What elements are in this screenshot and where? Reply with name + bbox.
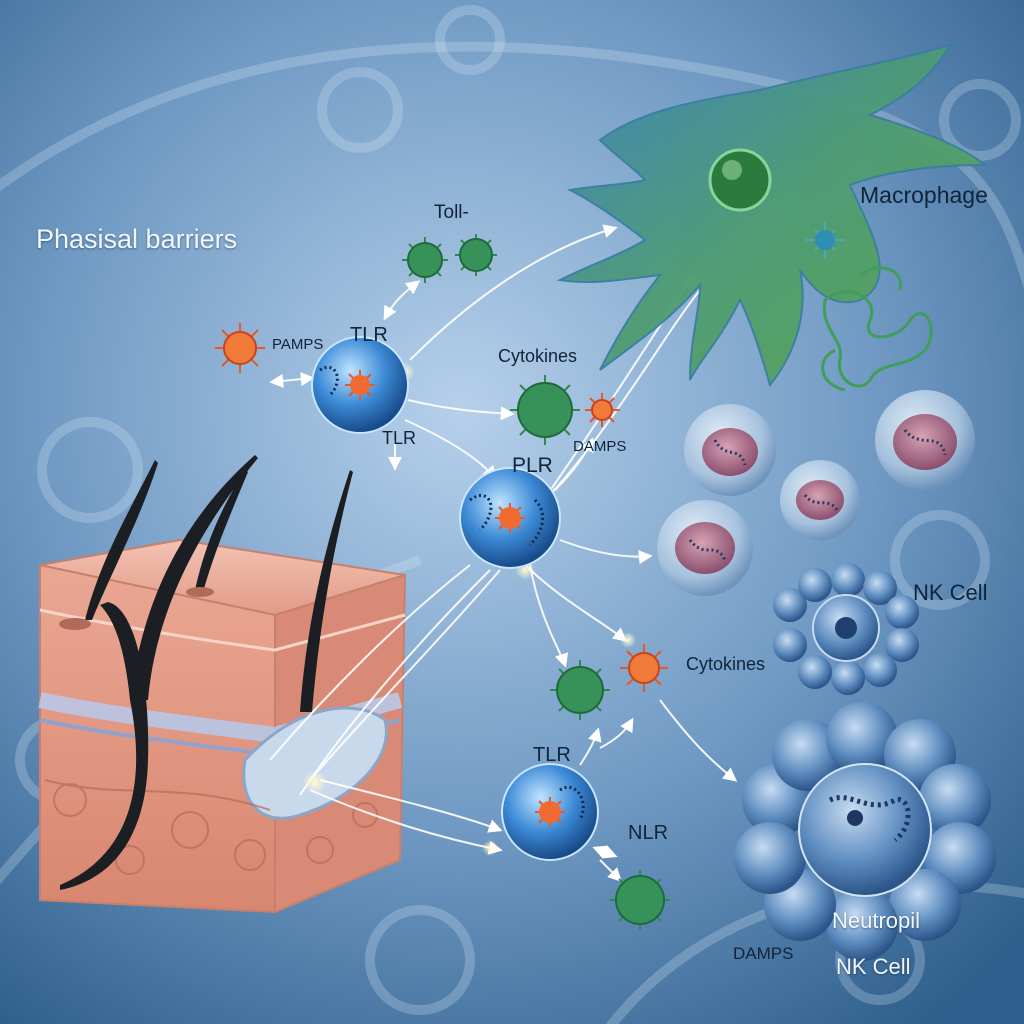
label-cytokines-top: Cytokines: [498, 346, 578, 366]
label-damps-mid: DAMPS: [573, 438, 627, 455]
cytokine-pathogen-bottom: [620, 644, 668, 692]
plr-cell: [459, 467, 561, 569]
tlr-cell-bottom: [501, 763, 599, 861]
macrophage-cell: [556, 43, 988, 392]
tlr-cell-top: [311, 336, 409, 434]
label-neutrophil: Neutropil: [832, 908, 921, 933]
neutrophil-cluster: [734, 702, 996, 961]
label-tlr-bottom: TLR: [533, 744, 571, 766]
label-macrophage: Macrophage: [860, 182, 988, 208]
label-toll: Toll-: [434, 202, 469, 223]
damps-pathogen-mid: [585, 393, 620, 427]
label-tlr-mid: TLR: [382, 428, 417, 448]
label-plr: PLR: [512, 454, 553, 477]
virus-toll-left: [402, 237, 448, 283]
pamps-pathogen: [215, 323, 265, 373]
label-nlr: NLR: [628, 822, 669, 844]
label-tlr-top: TLR: [350, 324, 388, 346]
label-pamps: PAMPS: [272, 336, 324, 353]
virus-toll-right: [455, 234, 497, 276]
virus-bottom-lower: [610, 870, 670, 930]
signal-arrows: [269, 224, 738, 882]
label-nk-cell-bottom: NK Cell: [836, 954, 911, 979]
nk-cell-cluster: [773, 563, 919, 695]
label-damps-bottom: DAMPS: [733, 944, 794, 963]
label-physical-barriers: Phasisal barriers: [36, 224, 238, 254]
skin-cross-section: [38, 455, 407, 914]
virus-cytokines-top: [510, 375, 580, 445]
pale-cells: [657, 390, 975, 596]
label-cytokines-bottom: Cytokines: [686, 654, 766, 674]
label-nk-cell-top: NK Cell: [913, 580, 988, 605]
virus-bottom-upper: [550, 660, 610, 720]
